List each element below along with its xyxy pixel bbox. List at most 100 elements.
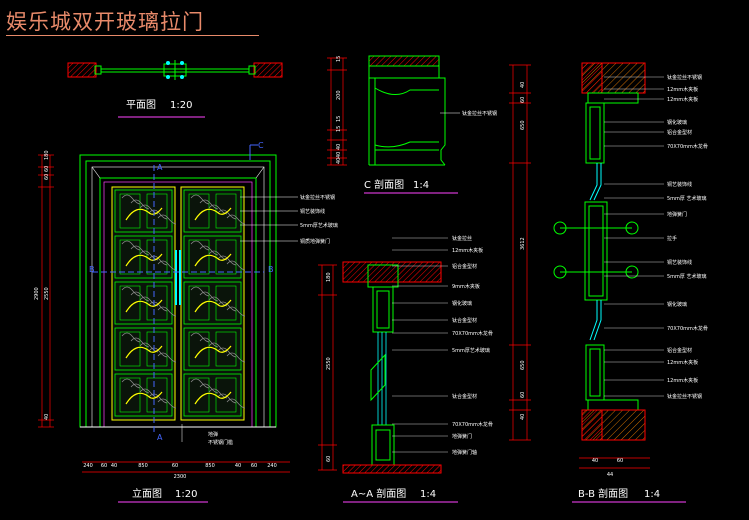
section-bb-note: 拉手 — [667, 235, 677, 242]
section-aa-note: 12mm木夹板 — [452, 247, 483, 254]
elevation-note: 铜艺装饰线 — [300, 208, 325, 215]
ornament-stroke — [130, 337, 150, 348]
dimension-label: 40 — [235, 463, 241, 469]
title-underline — [6, 35, 259, 36]
section-bb-note: 5mm厚 艺术玻璃 — [667, 273, 707, 280]
ornament-stroke — [130, 245, 150, 256]
section-aa-note: 70X70mm木龙骨 — [452, 421, 493, 428]
panel-frame — [119, 285, 141, 321]
dimension-label: 180 — [44, 150, 50, 160]
ornament-gold — [125, 299, 163, 313]
panel-frame — [119, 193, 141, 229]
ornament-stroke — [199, 245, 219, 256]
section-bb-view — [509, 62, 664, 469]
door-panel — [114, 189, 173, 233]
ornament-stroke — [121, 240, 141, 251]
dimension-label: 60 — [44, 166, 50, 172]
ornament-stroke — [217, 347, 237, 358]
ornament-stroke — [190, 378, 210, 389]
ornament-stroke — [226, 398, 246, 409]
ornament-stroke — [157, 352, 177, 363]
panel-frame — [188, 285, 210, 321]
panel-frame — [188, 239, 210, 275]
section-c-note: 钛金拉丝不锈钢 — [462, 110, 497, 117]
ornament-stroke — [157, 398, 177, 409]
section-bb-note: 铜艺装饰线 — [667, 259, 692, 266]
ornament-stroke — [190, 332, 210, 343]
door-panel — [114, 373, 173, 417]
ornament-stroke — [130, 291, 150, 302]
ornament-gold — [194, 299, 232, 313]
ornament-stroke — [121, 286, 141, 297]
marker-a-bottom: A — [157, 433, 163, 442]
section-aa-caption: A~A 剖面图 — [351, 487, 406, 500]
ornament-stroke — [199, 337, 219, 348]
ornament-gold — [194, 253, 232, 267]
panel-frame — [188, 193, 210, 229]
dimension-label: 200 — [336, 90, 342, 100]
section-aa-note: 钛合金型材 — [452, 317, 477, 324]
ornament-stroke — [199, 199, 219, 210]
section-bb-note: 钛金拉丝不锈钢 — [667, 393, 702, 400]
section-bb-note: 铝合金型材 — [667, 347, 692, 354]
plan-view — [67, 60, 283, 80]
ornament-gold — [194, 207, 232, 221]
ornament-stroke — [157, 260, 177, 271]
ornament-stroke — [226, 352, 246, 363]
dimension-label: 850 — [138, 463, 148, 469]
ornament-gold — [125, 207, 163, 221]
ornament-stroke — [190, 286, 210, 297]
section-aa-note: 地弹簧门轴 — [452, 449, 477, 456]
section-bb-note: 钢化玻璃 — [667, 119, 687, 126]
dimension-label: 40 — [336, 158, 342, 164]
door-panel — [183, 281, 242, 325]
dimension-label: 850 — [205, 463, 215, 469]
door-panel — [183, 327, 242, 371]
door-panel — [183, 373, 242, 417]
dimension-label: 650 — [520, 120, 526, 130]
elevation-note: 铜质地弹簧门 — [300, 238, 330, 245]
plan-scale: 1:20 — [170, 100, 192, 111]
dimension-label: 60 — [172, 463, 178, 469]
ornament-stroke — [217, 255, 237, 266]
dimension-label: 3612 — [520, 237, 526, 250]
elevation-note: 不锈钢门槛 — [208, 439, 233, 446]
dimension-label: 40 — [520, 414, 526, 420]
section-bb-note: 5mm厚 艺术玻璃 — [667, 195, 707, 202]
ornament-stroke — [148, 347, 168, 358]
elevation-caption: 立面图 — [132, 487, 162, 500]
ornament-stroke — [199, 383, 219, 394]
section-bb-note: 70X70mm木龙骨 — [667, 325, 708, 332]
dimension-label: 650 — [520, 360, 526, 370]
dimension-label: 60 — [617, 458, 623, 464]
section-bb-note: 12mm木夹板 — [667, 377, 698, 384]
section-bb-note: 12mm木夹板 — [667, 86, 698, 93]
door-leaf-left — [114, 189, 177, 417]
section-bb-note: 地弹簧门 — [667, 211, 687, 218]
ornament-stroke — [121, 332, 141, 343]
ornament-stroke — [130, 383, 150, 394]
dimension-label: 15 — [336, 56, 342, 62]
panel-frame — [119, 331, 141, 367]
total-width-label: 2300 — [174, 474, 187, 480]
marker-b-right: B — [268, 265, 274, 274]
ornament-stroke — [190, 194, 210, 205]
ornament-gold — [194, 391, 232, 405]
panel-frame — [188, 331, 210, 367]
panel-frame — [188, 377, 210, 413]
section-bb-note: 钛金拉丝不锈钢 — [667, 74, 702, 81]
section-bb-note: 12mm木夹板 — [667, 359, 698, 366]
dimension-label: 60 — [251, 463, 257, 469]
dimension-label: 240 — [267, 463, 277, 469]
ornament-stroke — [217, 301, 237, 312]
ornament-stroke — [121, 194, 141, 205]
dimension-label: 180 — [326, 272, 332, 282]
marker-c: C — [258, 141, 264, 150]
dimension-label: 40 — [336, 152, 342, 158]
dimension-label: 40 — [111, 463, 117, 469]
section-bb-note: 12mm木夹板 — [667, 96, 698, 103]
section-c-scale: 1:4 — [413, 180, 429, 191]
section-aa-scale: 1:4 — [420, 489, 436, 500]
section-bb-note: 铝合金型材 — [667, 129, 692, 136]
ornament-stroke — [226, 306, 246, 317]
